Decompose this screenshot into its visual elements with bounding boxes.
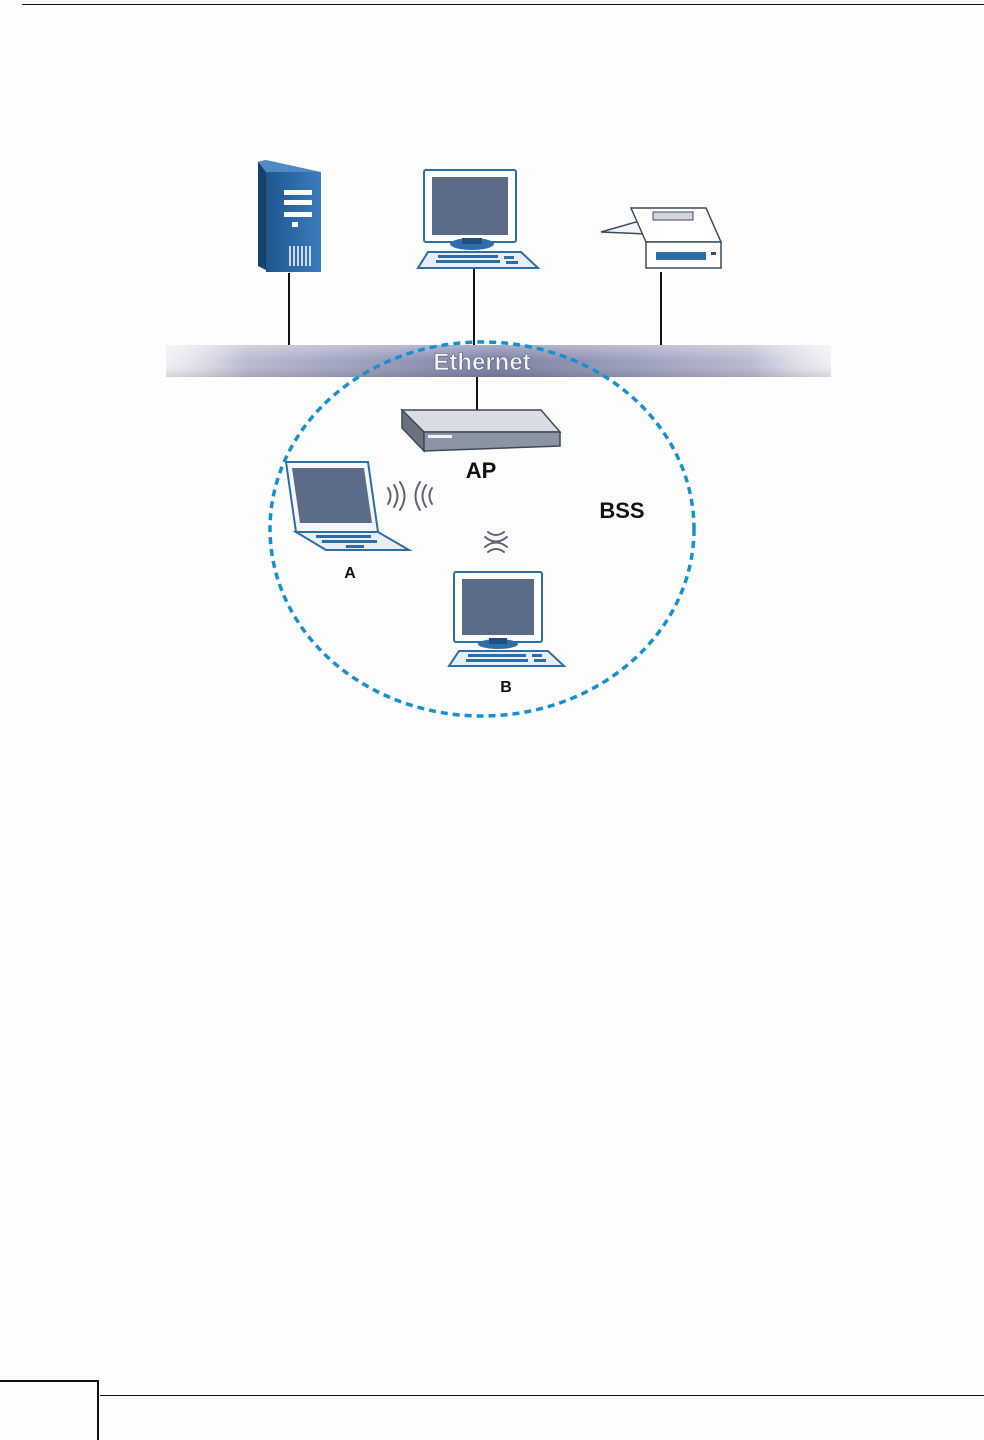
server-tower-icon xyxy=(258,160,321,272)
header-rule xyxy=(22,4,984,5)
station-b-label: B xyxy=(500,679,512,696)
wireless-signal-icon xyxy=(388,482,432,510)
footer-rule xyxy=(100,1395,984,1396)
laptop-icon xyxy=(286,462,409,550)
access-point-icon xyxy=(402,410,560,451)
ethernet-bus: Ethernet xyxy=(166,345,831,377)
wired-links xyxy=(289,268,661,410)
desktop-computer-icon xyxy=(418,170,538,268)
wireless-signal-icon xyxy=(485,532,507,552)
bss-network-diagram: Ethernet xyxy=(166,160,831,720)
station-a-label: A xyxy=(344,565,356,582)
page-number-box xyxy=(0,1380,99,1440)
desktop-computer-icon xyxy=(449,572,564,666)
printer-icon xyxy=(601,208,721,268)
ethernet-label: Ethernet xyxy=(433,349,530,376)
ap-label: AP xyxy=(466,458,497,483)
bss-label: BSS xyxy=(599,498,644,523)
